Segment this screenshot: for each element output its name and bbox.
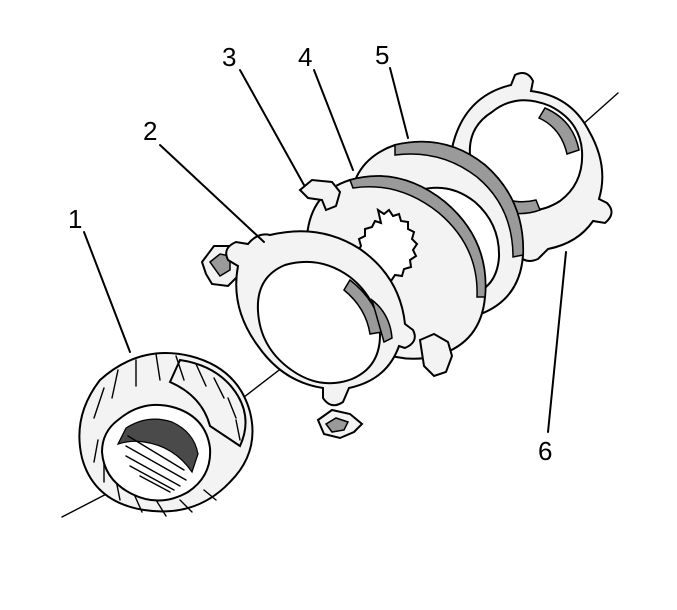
callout-6: 6 [538,436,552,466]
callout-1: 1 [68,204,82,234]
callout-2: 2 [143,116,157,146]
callout-labels: 1 2 3 4 5 6 [68,40,552,466]
part-1-side-gear [78,352,254,517]
gear-teeth [93,353,241,517]
callout-5: 5 [375,40,389,70]
callout-4: 4 [298,42,312,72]
callout-3: 3 [222,42,236,72]
leader-lines [83,67,567,433]
part-2-clutch-plate [225,230,416,407]
